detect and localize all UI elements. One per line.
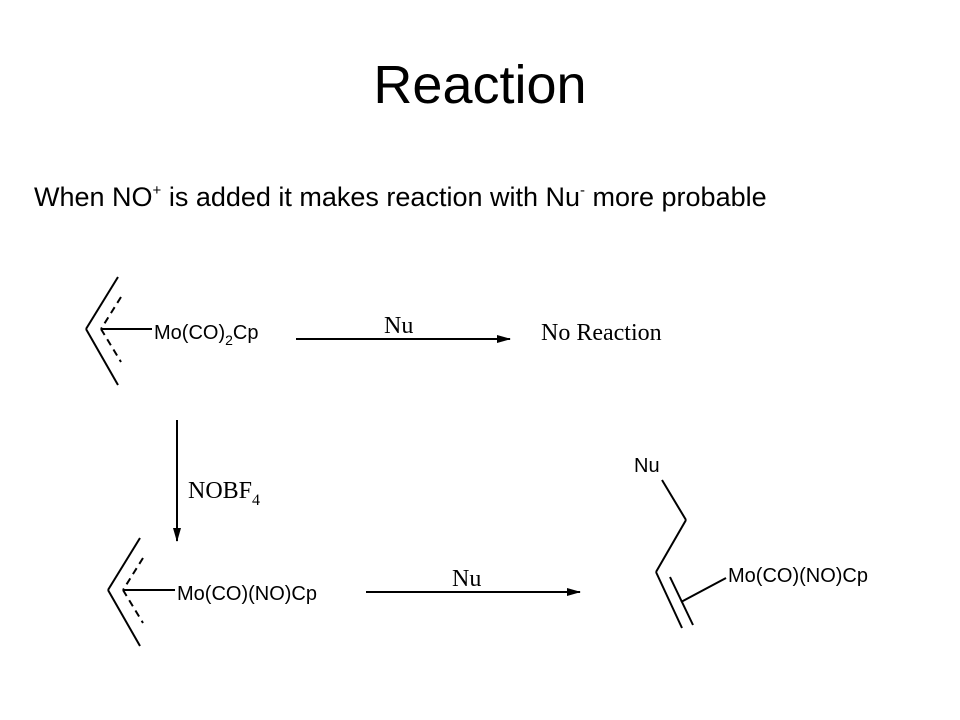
metal-bond-3 — [680, 577, 727, 603]
no-reaction-label: No Reaction — [541, 320, 662, 346]
reactant-1-label-subscript: 2 — [225, 332, 233, 348]
subtitle-text-3: more probable — [585, 182, 767, 212]
allyl-bond-upper — [85, 276, 119, 330]
chain-bond-2 — [655, 519, 687, 573]
arrow-2-reagent: NOBF4 — [188, 478, 260, 509]
reactant-1-label-tail: Cp — [233, 322, 259, 344]
subtitle-superscript-plus: + — [152, 182, 162, 199]
allyl-bond-lower — [85, 328, 119, 386]
allyl-delocalized-upper — [100, 296, 122, 330]
arrow-2-reagent-subscript: 4 — [252, 492, 260, 509]
reaction-arrow-1: Nu — [296, 313, 511, 343]
allyl-2-bond-upper — [107, 537, 141, 591]
reaction-arrow-2: NOBF4 — [173, 420, 260, 542]
subtitle-superscript-minus: - — [580, 182, 586, 199]
chain-bond-1 — [661, 479, 687, 521]
subtitle-text-1: When NO — [34, 182, 153, 212]
allyl-2-delocalized-lower — [122, 589, 144, 624]
subtitle-text-2: is added it makes reaction with Nu — [161, 182, 581, 212]
nu-substituent-label: Nu — [634, 455, 660, 477]
slide-subtitle: When NO+ is added it makes reaction with… — [34, 182, 767, 213]
alkene-bond-outer — [655, 571, 683, 629]
allyl-delocalized-lower — [100, 328, 122, 363]
reactant-2-metal-label: Mo(CO)(NO)Cp — [177, 583, 317, 605]
reactant-1-metal-label: Mo(CO)2Cp — [154, 322, 258, 348]
arrow-3-reagent: Nu — [452, 566, 481, 592]
product-2-metal-label: Mo(CO)(NO)Cp — [728, 565, 868, 587]
reactant-2-allyl-complex: Mo(CO)(NO)Cp — [107, 537, 317, 647]
allyl-2-delocalized-upper — [122, 557, 144, 591]
reactant-1-allyl-complex: Mo(CO)2Cp — [85, 276, 258, 386]
allyl-2-bond-lower — [107, 589, 141, 647]
slide-title: Reaction — [373, 55, 587, 115]
reaction-arrow-3: Nu — [366, 566, 581, 596]
arrow-2-reagent-main: NOBF — [188, 478, 252, 504]
product-2-alkene-complex: Nu Mo(CO)(NO)Cp — [634, 455, 868, 629]
reactant-1-label-main: Mo(CO) — [154, 322, 225, 344]
arrow-1-reagent: Nu — [384, 313, 413, 339]
